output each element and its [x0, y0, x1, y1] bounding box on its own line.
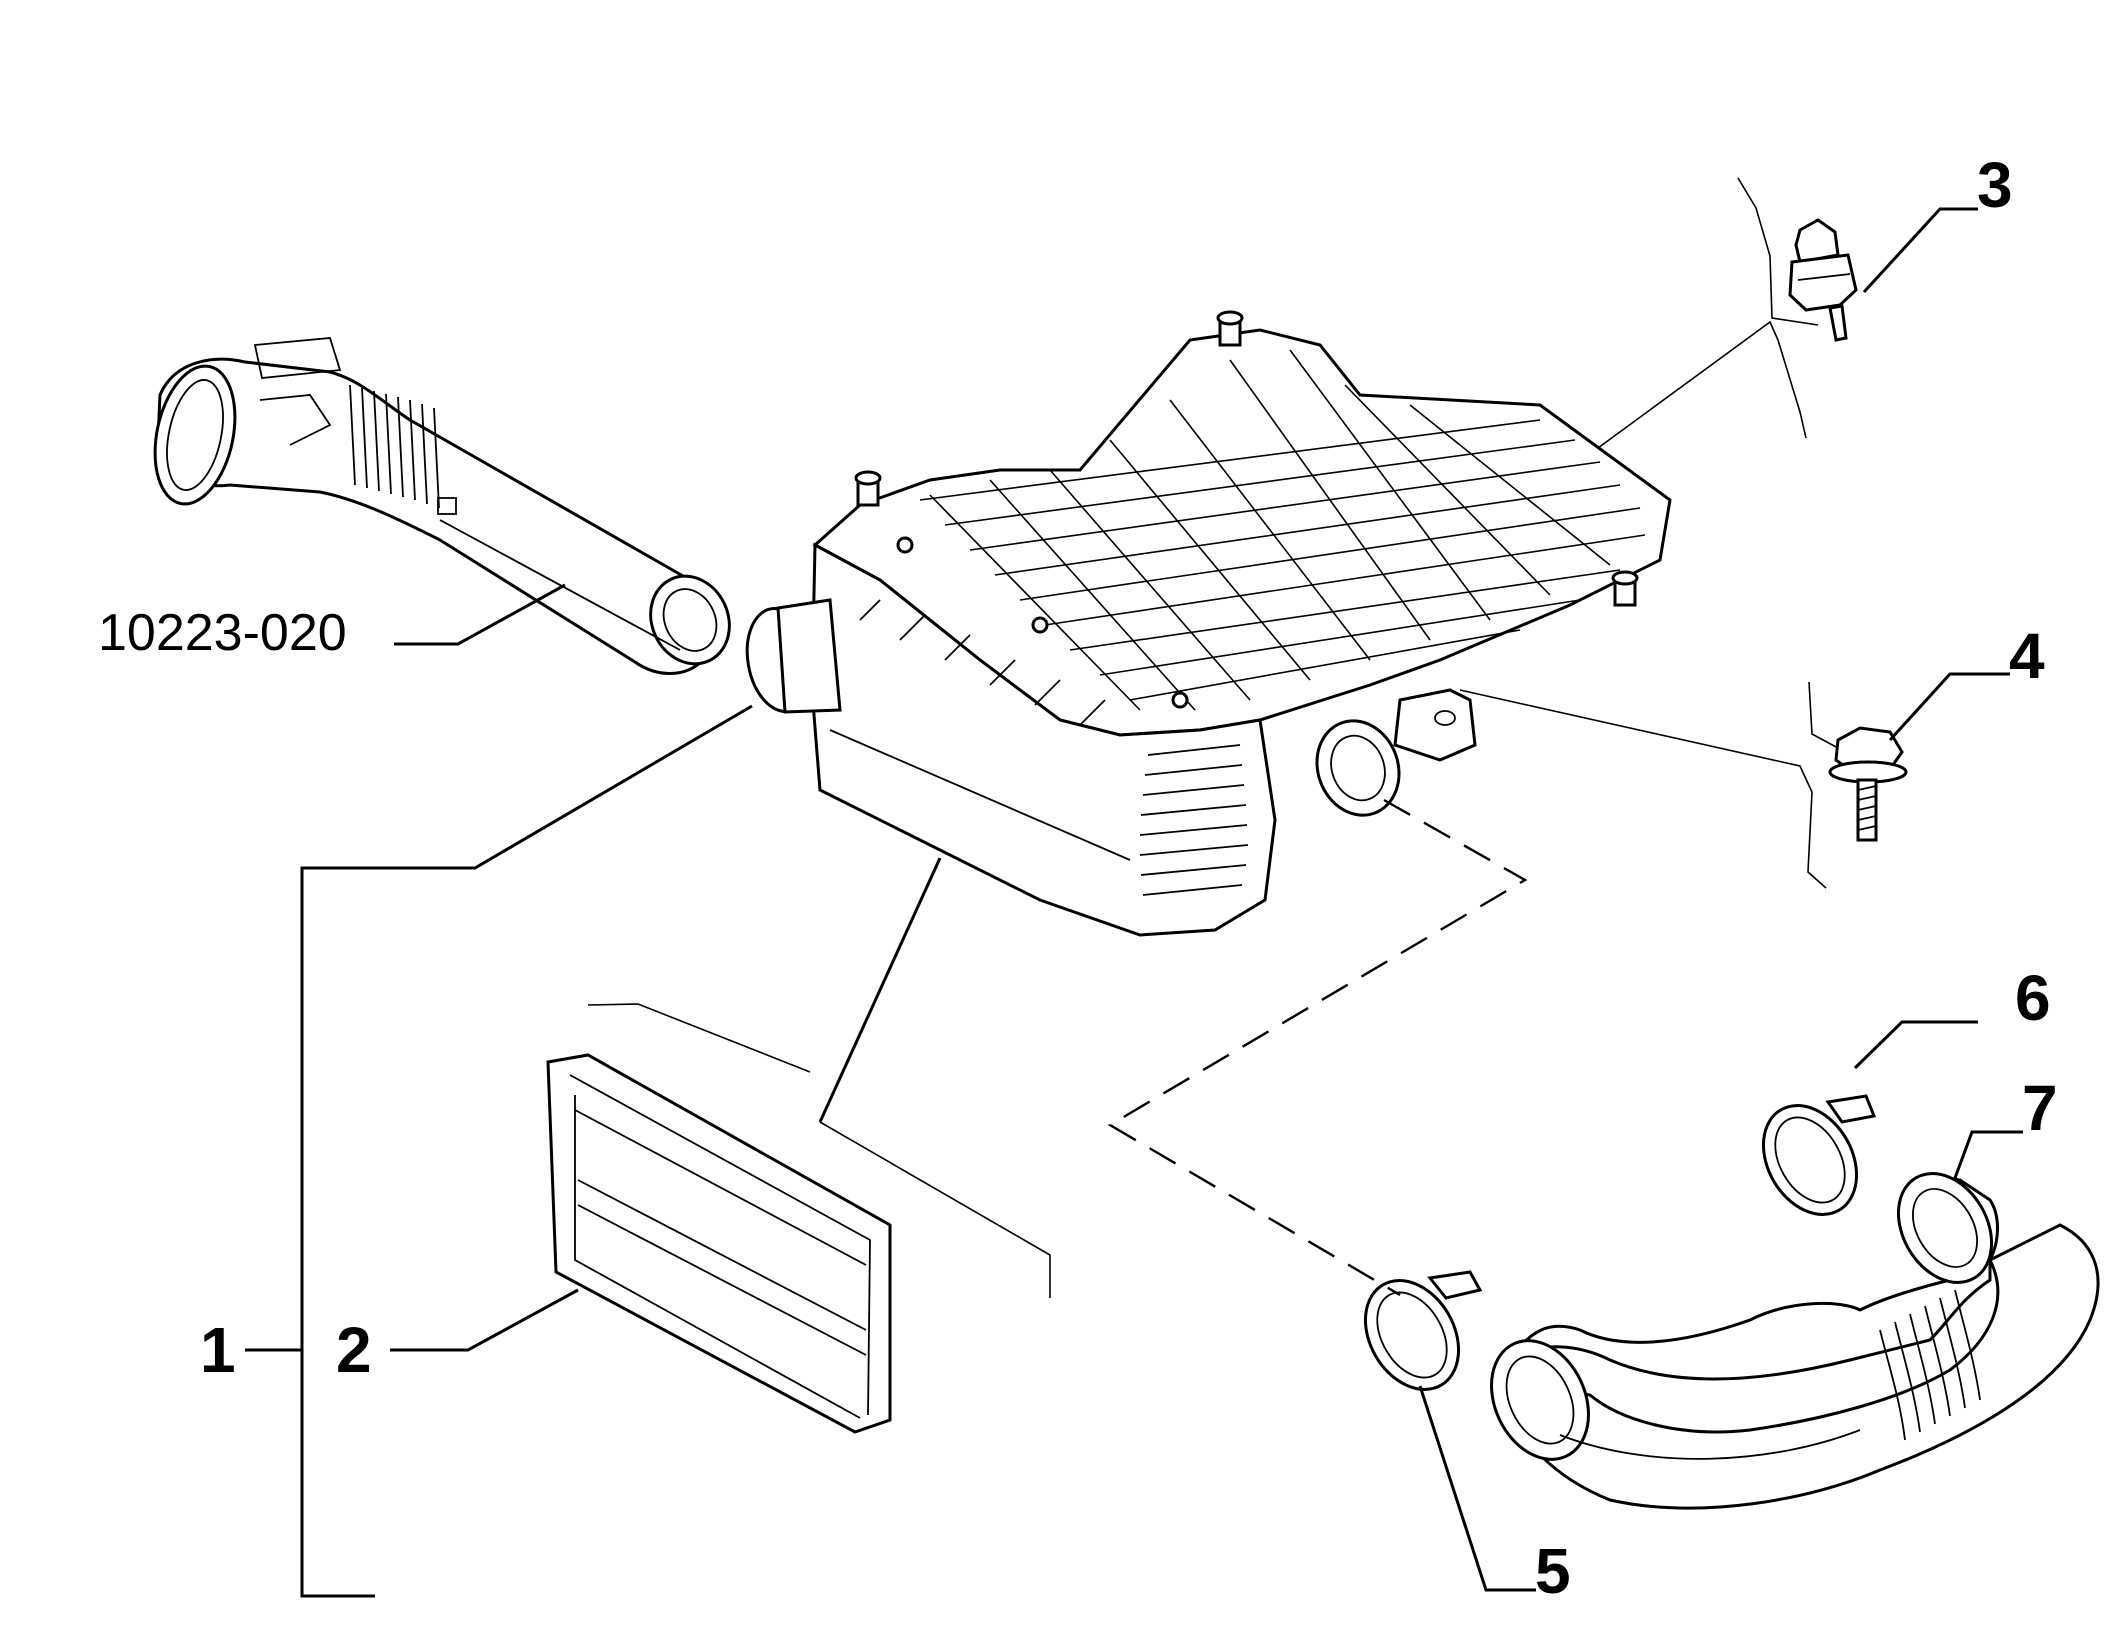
- callout-6: 6: [2015, 962, 2051, 1034]
- air-intake-duct: [153, 337, 731, 675]
- air-filter-element: [546, 1053, 892, 1434]
- flange-bolt: [1828, 726, 1908, 842]
- callout-ref-10223-020: 10223-020: [98, 604, 347, 662]
- callout-2: 2: [336, 1314, 372, 1386]
- callout-7: 7: [2022, 1072, 2058, 1144]
- housing-lid-grid: [919, 349, 1646, 711]
- air-filter-housing: [745, 310, 1672, 937]
- hose-clamp-5: [1363, 1270, 1483, 1391]
- callout-labels: 1 2 3 4 5 6 7 10223-020: [98, 149, 2058, 1607]
- callout-3: 3: [1977, 149, 2013, 221]
- housing-end-fins: [1139, 744, 1249, 896]
- housing-ribs: [829, 599, 1131, 861]
- hose-clamp-6: [1761, 1094, 1877, 1216]
- intake-hose: [1490, 1172, 2100, 1510]
- duct-bellows: [349, 384, 440, 509]
- callout-5: 5: [1535, 1535, 1571, 1607]
- hose-bellows: [1879, 1289, 1981, 1441]
- push-fastener: [1788, 218, 1858, 342]
- leader-lines: [245, 177, 2023, 1598]
- housing-lid-studs: [854, 310, 1639, 709]
- callout-4: 4: [2009, 620, 2045, 692]
- callout-1: 1: [200, 1314, 236, 1386]
